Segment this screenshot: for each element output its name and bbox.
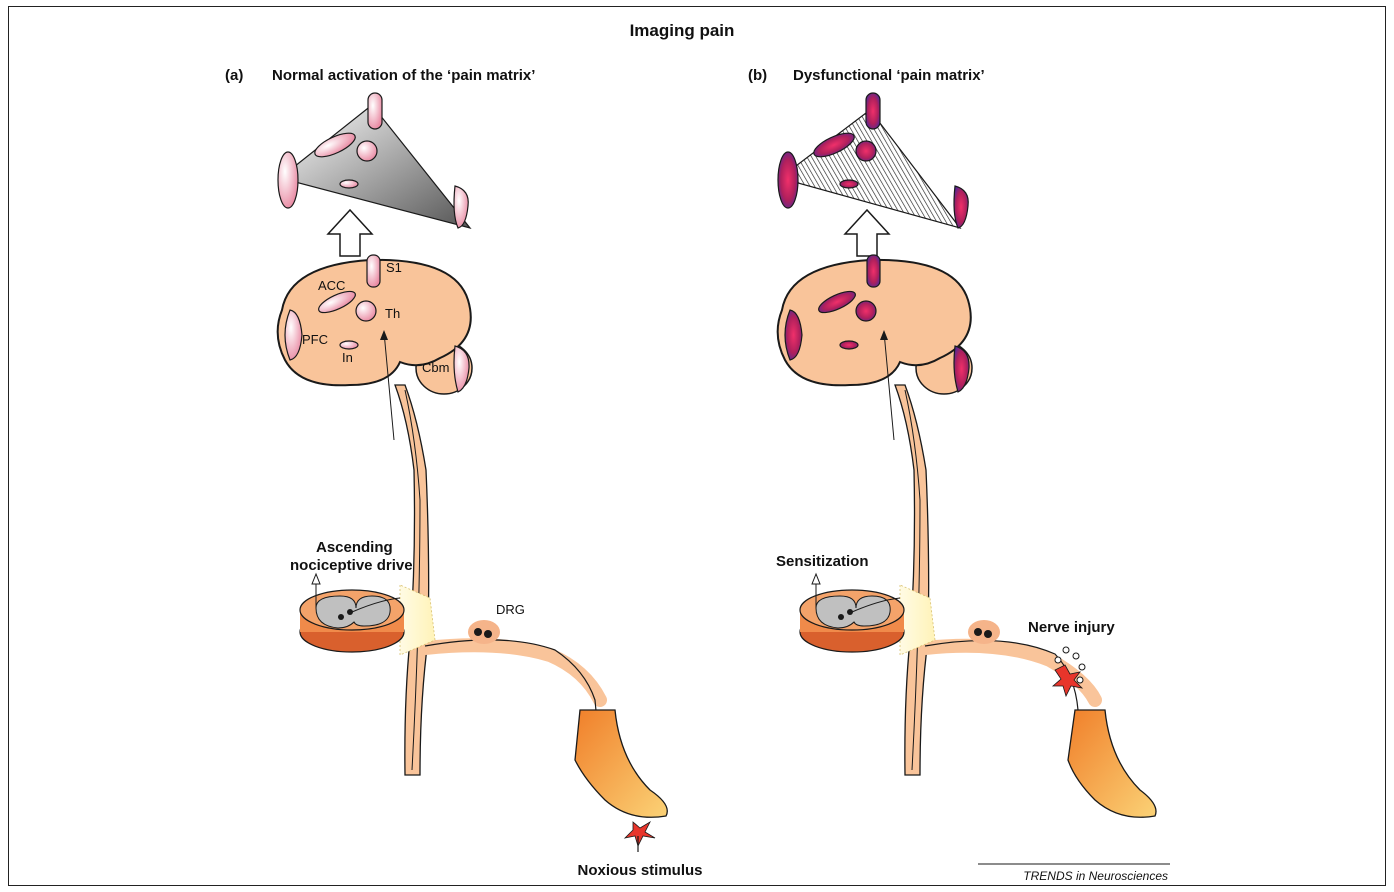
region-label-s1: S1 <box>386 260 402 275</box>
foot-b <box>1068 710 1156 817</box>
panel-b-letter: (b) <box>748 67 767 84</box>
region-label-cbm: Cbm <box>422 360 449 375</box>
brain-a: S1 ACC Th PFC In Cbm <box>278 255 472 440</box>
panel-b-heading: Dysfunctional ‘pain matrix’ <box>793 67 985 84</box>
region-label-in: In <box>342 350 353 365</box>
panel-a-heading: Normal activation of the ‘pain matrix’ <box>272 67 535 84</box>
brain-b <box>778 255 972 440</box>
sensitization-label: Sensitization <box>776 553 869 570</box>
foot-a <box>575 710 667 817</box>
region-label-th: Th <box>385 306 400 321</box>
spinal-cord-b <box>895 385 929 775</box>
stimulus-label: Noxious stimulus <box>577 862 702 879</box>
figure-title: Imaging pain <box>630 21 735 40</box>
upward-arrow-icon <box>845 210 889 256</box>
journal-credit: TRENDS in Neurosciences <box>1023 869 1168 883</box>
upward-arrow-icon <box>328 210 372 256</box>
region-label-pfc: PFC <box>302 332 328 347</box>
spinal-cord-a <box>395 385 429 775</box>
region-label-acc: ACC <box>318 278 345 293</box>
noxious-stimulus-icon <box>625 822 655 852</box>
pain-matrix-network <box>278 93 470 228</box>
panel-a-letter: (a) <box>225 67 243 84</box>
peripheral-nerve-a: DRG <box>425 602 600 760</box>
panel-b: (b) Dysfunctional ‘pain matrix’ <box>748 67 1156 817</box>
ascending-label-line2: nociceptive drive <box>290 557 413 574</box>
ascending-label-line1: Ascending <box>316 539 393 556</box>
nerve-injury-label: Nerve injury <box>1028 619 1115 636</box>
dysfunctional-matrix-network <box>778 93 968 228</box>
drg-label: DRG <box>496 602 525 617</box>
panel-a: (a) Normal activation of the ‘pain matri… <box>225 67 703 879</box>
